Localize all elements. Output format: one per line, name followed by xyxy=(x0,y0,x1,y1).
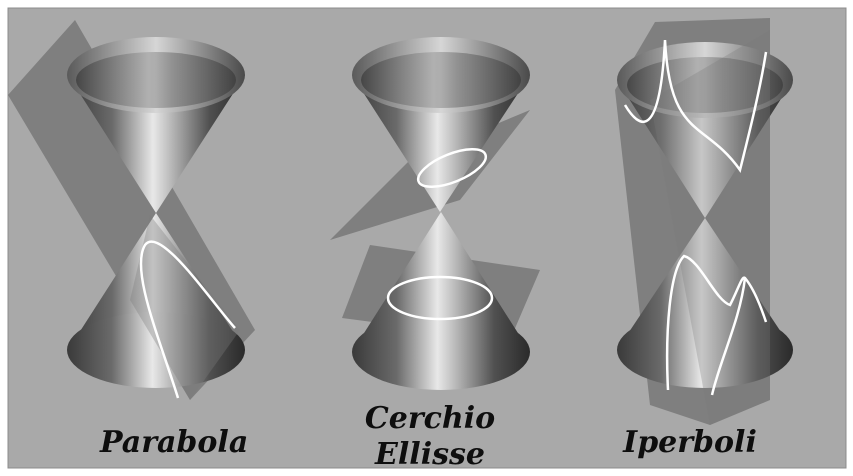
parabola-label: Parabola xyxy=(100,425,249,460)
circle-curve xyxy=(386,275,494,321)
hyperbola-upper-branch xyxy=(623,39,768,173)
parabola-lower-base xyxy=(67,312,245,388)
hyperbola-lower-base xyxy=(617,312,793,388)
circle-label: Cerchio xyxy=(364,401,496,436)
hyperbola-lower-branch xyxy=(665,254,768,396)
hyperbola-group xyxy=(615,18,793,425)
ellipse-curve xyxy=(416,148,488,188)
hyperbola-label: Iperboli xyxy=(623,425,757,460)
parabola-curve xyxy=(139,240,236,399)
circle-lower-base xyxy=(352,314,530,390)
ellipse-label: Ellisse xyxy=(375,437,485,472)
parabola-group xyxy=(8,20,255,400)
circle-upper-cone xyxy=(352,75,530,212)
circle-ellipse-group xyxy=(330,37,540,390)
figure-border xyxy=(7,7,847,469)
parabola-upper-cone xyxy=(68,75,245,213)
hyperbola-upper-cone xyxy=(617,80,793,218)
